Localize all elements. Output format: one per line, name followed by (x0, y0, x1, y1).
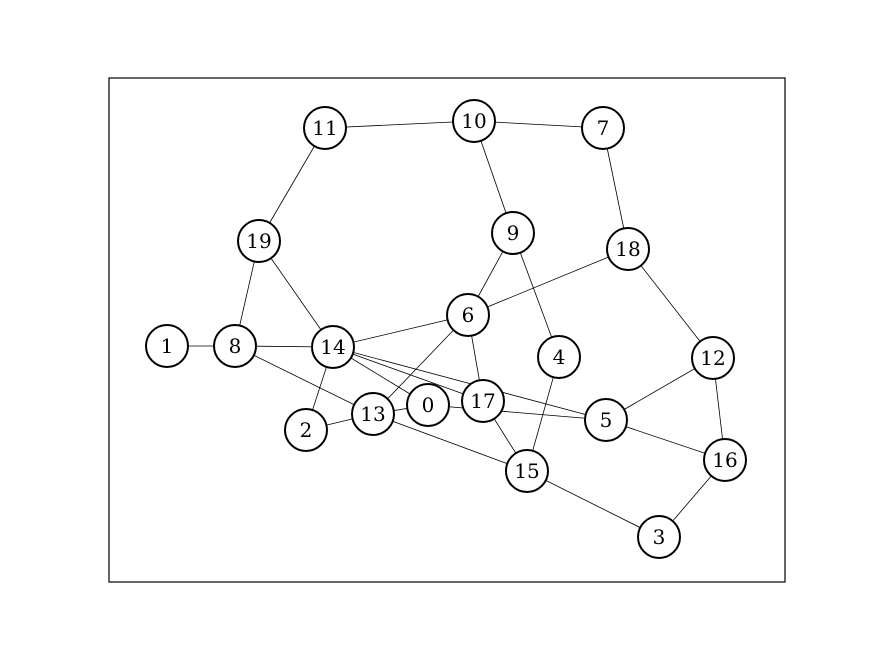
node-0: 0 (406, 383, 450, 427)
node-label-13: 13 (360, 402, 385, 426)
node-circle-6 (446, 293, 490, 337)
node-circle-4 (537, 335, 581, 379)
edge-14-17 (332, 346, 484, 402)
node-circle-2 (284, 408, 328, 452)
edge-15-3 (526, 470, 660, 538)
node-7: 7 (581, 106, 625, 150)
node-label-9: 9 (507, 221, 520, 245)
edge-8-13 (234, 345, 374, 415)
edge-6-13 (372, 314, 469, 415)
node-label-14: 14 (320, 335, 345, 359)
node-circle-0 (406, 383, 450, 427)
node-circle-9 (491, 211, 535, 255)
node-label-3: 3 (653, 525, 666, 549)
edge-9-4 (512, 232, 560, 358)
node-circle-7 (581, 106, 625, 150)
node-4: 4 (537, 335, 581, 379)
node-label-11: 11 (312, 116, 337, 140)
node-12: 12 (691, 336, 735, 380)
node-13: 13 (351, 392, 395, 436)
node-14: 14 (311, 325, 355, 369)
node-label-8: 8 (229, 334, 242, 358)
node-circle-13 (351, 392, 395, 436)
node-label-10: 10 (461, 109, 486, 133)
node-label-1: 1 (161, 334, 174, 358)
node-label-2: 2 (300, 418, 313, 442)
node-3: 3 (637, 515, 681, 559)
edges-layer (167, 120, 726, 538)
node-16: 16 (703, 438, 747, 482)
edge-18-6 (467, 248, 629, 316)
node-15: 15 (505, 449, 549, 493)
node-19: 19 (237, 219, 281, 263)
node-label-7: 7 (597, 116, 610, 140)
node-label-12: 12 (700, 346, 725, 370)
node-2: 2 (284, 408, 328, 452)
edge-13-15 (372, 413, 528, 472)
node-6: 6 (446, 293, 490, 337)
node-circle-12 (691, 336, 735, 380)
edge-14-5 (332, 346, 607, 421)
node-circle-8 (213, 324, 257, 368)
edge-11-10 (324, 120, 475, 129)
node-circle-1 (145, 324, 189, 368)
node-11: 11 (303, 106, 347, 150)
node-circle-5 (584, 398, 628, 442)
node-17: 17 (461, 379, 505, 423)
node-circle-16 (703, 438, 747, 482)
node-8: 8 (213, 324, 257, 368)
node-18: 18 (606, 227, 650, 271)
node-circle-18 (606, 227, 650, 271)
node-10: 10 (452, 99, 496, 143)
node-label-4: 4 (553, 345, 566, 369)
edge-18-12 (627, 248, 714, 359)
node-label-18: 18 (615, 237, 640, 261)
node-circle-14 (311, 325, 355, 369)
node-label-16: 16 (712, 448, 737, 472)
node-circle-15 (505, 449, 549, 493)
edge-0-5 (427, 404, 607, 421)
node-9: 9 (491, 211, 535, 255)
plot-frame (108, 77, 786, 583)
edge-14-6 (332, 314, 469, 348)
node-label-6: 6 (462, 303, 475, 327)
node-circle-3 (637, 515, 681, 559)
node-circle-17 (461, 379, 505, 423)
node-label-0: 0 (422, 393, 435, 417)
node-label-15: 15 (514, 459, 539, 483)
node-circle-19 (237, 219, 281, 263)
node-5: 5 (584, 398, 628, 442)
node-circle-10 (452, 99, 496, 143)
node-1: 1 (145, 324, 189, 368)
node-label-5: 5 (600, 408, 613, 432)
node-circle-11 (303, 106, 347, 150)
node-label-17: 17 (470, 389, 495, 413)
node-label-19: 19 (246, 229, 271, 253)
